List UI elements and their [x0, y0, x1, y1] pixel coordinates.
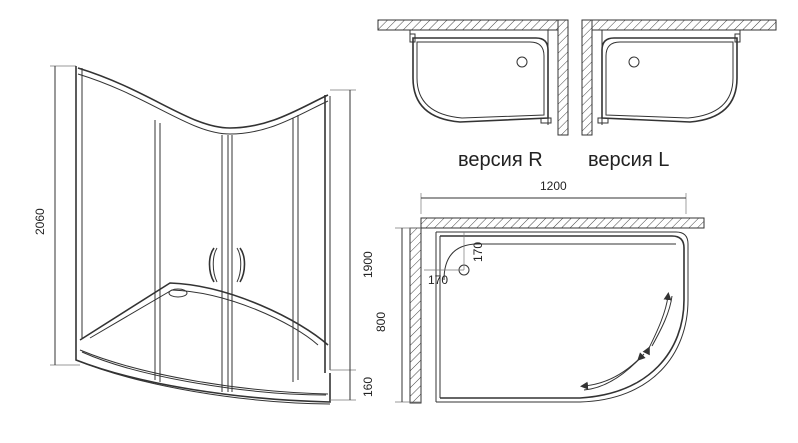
version-r-plan: версия R [377, 19, 569, 171]
total-height-dimension: 2060 [33, 65, 80, 366]
width-label: 1200 [540, 179, 567, 193]
corner-dimension-y: 170 [463, 232, 485, 270]
depth-dimension: 800 [374, 227, 421, 403]
version-l-label: версия L [588, 149, 669, 171]
dimensioned-plan: 1200 800 170 170 [374, 179, 705, 404]
door-slide-arrow-left [580, 352, 646, 390]
corner-x-label: 170 [428, 273, 448, 287]
perspective-view: 2060 [33, 65, 375, 405]
tray-height-dimension: 160 [330, 370, 375, 401]
depth-label: 800 [374, 312, 388, 332]
door-slide-arrow-right [642, 292, 672, 356]
tray-height-label: 160 [361, 377, 375, 397]
version-l-plan: версия L [581, 19, 777, 171]
right-handle [239, 247, 246, 283]
corner-dimension-x: 170 [424, 269, 464, 287]
door-height-dimension: 1900 [330, 89, 375, 371]
left-handle [208, 247, 215, 283]
total-height-label: 2060 [33, 208, 47, 235]
width-dimension: 1200 [420, 179, 687, 214]
corner-y-label: 170 [471, 242, 485, 262]
door-height-label: 1900 [361, 251, 375, 278]
version-r-label: версия R [458, 149, 543, 171]
